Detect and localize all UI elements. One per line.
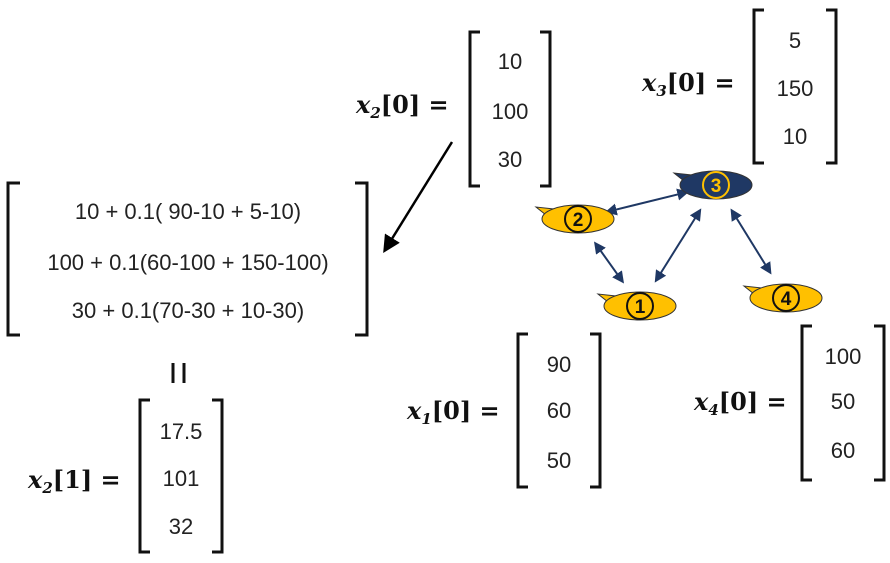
x2-0-label: x2[0] = [356,90,449,122]
node-2-circle [564,205,592,233]
x4-0-value-2: 50 [830,389,856,414]
edge-2-3 [604,188,690,216]
graph-edges [594,188,772,284]
bracket-x3-0 [752,8,838,165]
node-2-label: 2 [573,210,584,231]
x3-0-value-2: 150 [776,76,814,101]
bracket-x2-1 [138,398,224,554]
node-1: 1 [596,291,677,321]
x2-1-value-2: 101 [162,466,200,491]
node-4-circle [772,284,800,312]
x3-0-value-3: 10 [782,124,808,149]
x2-0-value-2: 100 [491,99,529,124]
update-arrow [383,141,454,253]
x4-0-value-3: 60 [830,438,856,463]
edge-2-1 [594,241,624,284]
graph-nodes: 1 2 3 4 [534,170,823,321]
x1-0-value-3: 50 [546,448,572,473]
x2-0-value-3: 30 [497,147,523,172]
x2-1-value-1: 17.5 [159,419,203,444]
edge-1-3 [654,208,702,283]
x1-0-label: x1[0] = [407,396,500,428]
update-row-3: 30 + 0.1(70-30 + 10-30) [71,298,305,323]
node-1-label: 1 [635,297,646,318]
update-row-2: 100 + 0.1(60-100 + 150-100) [47,250,329,275]
equals-symbol [171,363,186,383]
bracket-x1-0 [516,332,602,489]
bracket-x2-0 [468,30,552,188]
bracket-update [6,181,369,337]
x3-0-label: x3[0] = [642,68,735,100]
node-1-circle [626,292,654,320]
x1-0-value-2: 60 [546,398,572,423]
node-4-label: 4 [781,289,792,310]
node-3-circle [702,171,730,199]
edge-3-4 [730,208,772,275]
bracket-x4-0 [800,324,886,482]
x4-0-label: x4[0] = [694,387,787,419]
node-3: 3 [672,170,753,200]
node-2: 2 [534,204,615,234]
node-4: 4 [742,283,823,313]
x2-0-value-1: 10 [497,49,523,74]
node-3-label: 3 [711,176,722,197]
x2-1-value-3: 32 [168,514,194,539]
x1-0-value-1: 90 [546,352,572,377]
x3-0-value-1: 5 [788,28,802,53]
x4-0-value-1: 100 [824,344,862,369]
x2-1-label: x2[1] = [28,465,121,497]
update-row-1: 10 + 0.1( 90-10 + 5-10) [74,199,302,224]
